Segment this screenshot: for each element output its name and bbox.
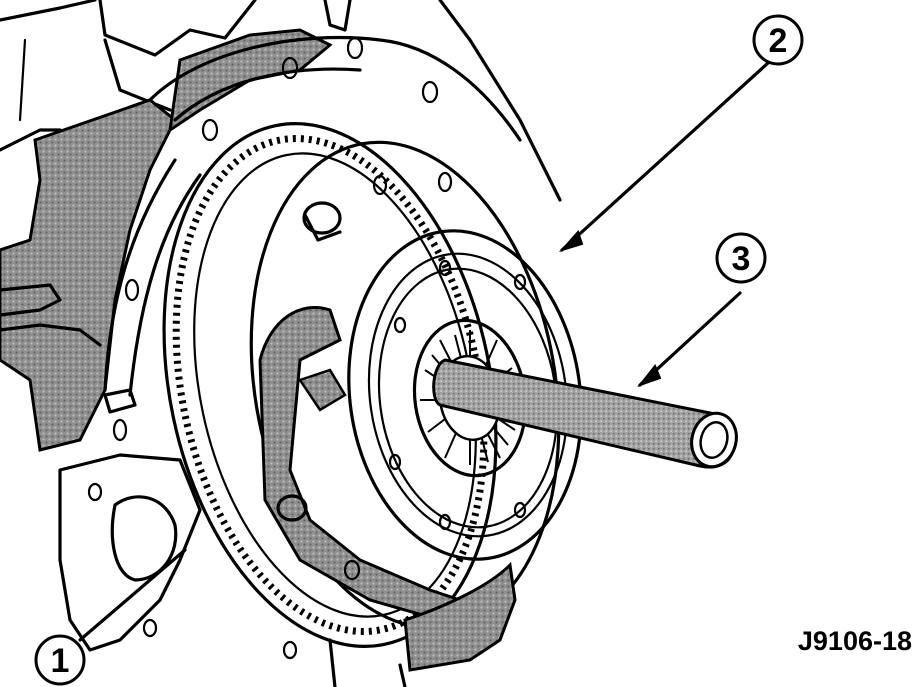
callout-3-label: 3 [732,240,751,278]
callout-3: 3 [715,232,767,284]
callout-2: 2 [752,14,804,66]
figure-code: J9106-18 [798,626,912,656]
callout-leaders [78,61,770,642]
callout-1: 1 [34,634,86,686]
callout-1-label: 1 [51,642,70,680]
clutch-alignment-tool [432,358,738,469]
callout-2-leader [560,61,770,252]
callout-1-leader [78,548,187,642]
callout-2-label: 2 [769,22,788,60]
bell-housing [0,28,522,687]
engine-block [0,0,562,202]
